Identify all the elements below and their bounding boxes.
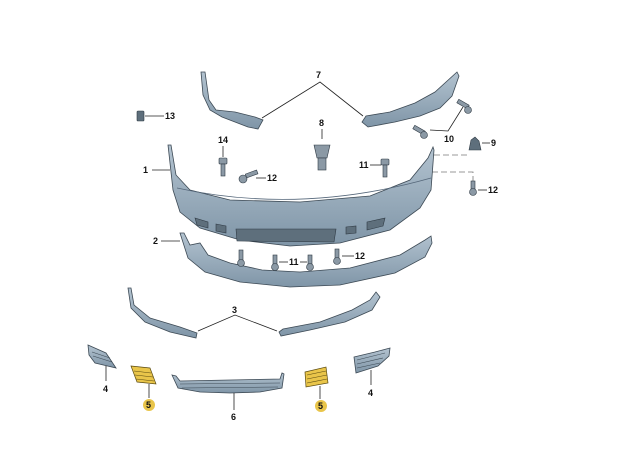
callout-4b: 4 xyxy=(368,388,373,398)
bumper-vents xyxy=(194,217,386,243)
callout-2: 2 xyxy=(153,236,158,246)
callout-6: 6 xyxy=(231,412,236,422)
callout-10: 10 xyxy=(444,134,454,144)
upper-strip-right xyxy=(361,71,460,128)
callout-12b: 12 xyxy=(355,251,365,261)
side-grille-4-left xyxy=(87,344,117,369)
bolt-14-icon xyxy=(218,157,228,177)
side-grille-4-right xyxy=(353,347,391,374)
callout-11a: 11 xyxy=(359,160,369,170)
callout-8: 8 xyxy=(319,118,324,128)
callout-14: 14 xyxy=(218,135,228,145)
nut-9-icon xyxy=(468,136,482,151)
callout-9: 9 xyxy=(491,138,496,148)
bolt-10a-icon xyxy=(456,98,472,114)
callout-12c: 12 xyxy=(488,185,498,195)
callout-4a: 4 xyxy=(103,384,108,394)
callout-11b: 11 xyxy=(289,257,299,267)
clip-13-icon xyxy=(136,110,145,122)
bolt-11c-icon xyxy=(271,254,279,271)
bolt-11d-icon xyxy=(306,254,314,271)
callout-12a: 12 xyxy=(267,173,277,183)
bolt-10b-icon xyxy=(412,124,428,139)
callout-5a: 5 xyxy=(146,400,151,410)
callout-3: 3 xyxy=(232,305,237,315)
bolt-12b-icon xyxy=(333,248,341,265)
side-grille-5-left-highlighted xyxy=(130,365,157,385)
bolt-11b-icon xyxy=(237,249,245,267)
bolt-11a-icon xyxy=(380,158,390,178)
highlight-badge-5b xyxy=(315,400,327,412)
callout-1: 1 xyxy=(143,165,148,175)
center-grille-6 xyxy=(171,372,285,394)
upper-strip-left xyxy=(200,71,264,130)
expansion-plug-8-icon xyxy=(313,144,331,171)
bolt-12a-icon xyxy=(238,169,259,184)
callout-13: 13 xyxy=(165,111,175,121)
side-grille-5-right-highlighted xyxy=(304,366,329,388)
spoiler-2 xyxy=(179,232,433,288)
lower-strip-left xyxy=(127,287,198,339)
highlight-badge-5a xyxy=(143,399,155,411)
lower-strip-right xyxy=(278,291,381,337)
callout-7: 7 xyxy=(316,70,321,80)
bolt-12c-icon xyxy=(469,180,477,196)
callout-5b: 5 xyxy=(318,401,323,411)
